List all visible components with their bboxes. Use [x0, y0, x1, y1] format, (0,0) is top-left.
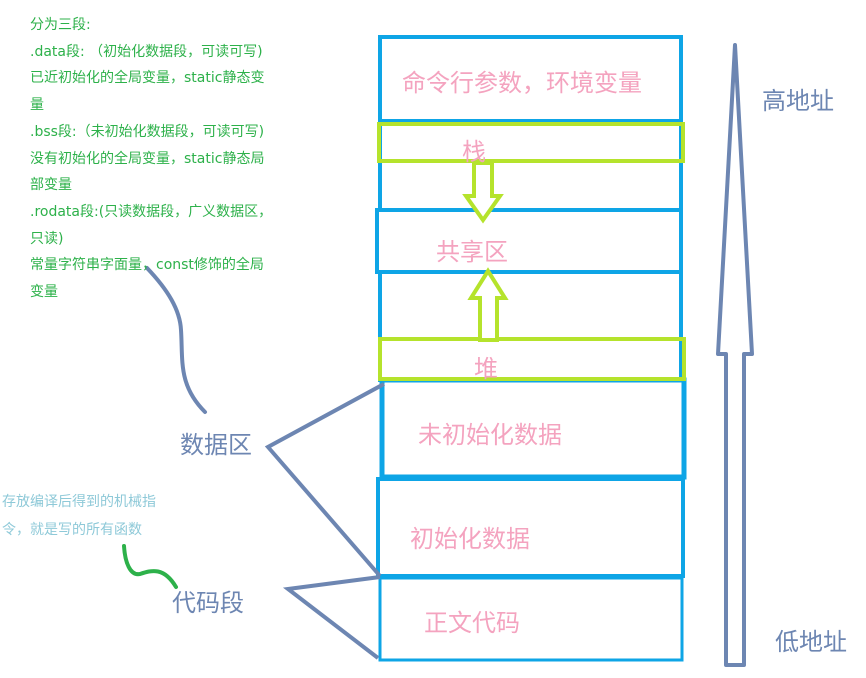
data-area-label: 数据区	[180, 431, 252, 459]
note-line: 变量	[30, 284, 58, 301]
note-line: 只读)	[30, 230, 64, 247]
heap-region-box	[378, 270, 683, 382]
note-line: 已近初始化的全局变量，static静态变	[30, 70, 265, 87]
data-box	[376, 477, 685, 578]
data-area-pointer-lines	[264, 382, 385, 578]
note-line: 存放编译后得到的机械指	[2, 494, 156, 510]
note-line: .data段: （初始化数据段，可读可写)	[30, 43, 263, 60]
note-line: 没有初始化的全局变量，static静态局	[30, 150, 265, 167]
address-arrow	[716, 43, 754, 667]
text-box	[378, 576, 684, 662]
bss-label: 未初始化数据	[418, 421, 562, 449]
code-note-pointer-line	[122, 544, 178, 589]
note-line: 部变量	[30, 177, 72, 194]
note-line: 量	[30, 97, 44, 114]
low-address-label: 低地址	[775, 628, 847, 656]
shared-region-box	[375, 208, 683, 274]
note-line: 常量字符串字面量，const修饰的全局	[30, 257, 264, 274]
data-segment-note: 分为三段: .data段: （初始化数据段，可读可写) 已近初始化的全局变量，s…	[30, 12, 305, 306]
note-line: .bss段:（未初始化数据段，可读可写)	[30, 123, 265, 140]
stack-highlight	[377, 122, 685, 163]
stack-region-box	[378, 119, 683, 212]
high-address-label: 高地址	[762, 87, 834, 115]
note-line: .rodata段:(只读数据段，广义数据区，	[30, 203, 273, 220]
heap-highlight	[378, 337, 686, 381]
stack-down-arrow	[462, 161, 504, 224]
stack-label: 栈	[462, 138, 486, 166]
note-line: 分为三段:	[30, 17, 91, 33]
text-label: 正文代码	[424, 609, 520, 637]
shared-region-label: 共享区	[436, 238, 508, 266]
code-segment-label: 代码段	[172, 589, 244, 617]
data-note-pointer-line	[145, 266, 207, 414]
data-label: 初始化数据	[410, 525, 530, 553]
heap-label: 堆	[474, 355, 498, 383]
code-segment-pointer-lines	[282, 575, 381, 660]
heap-up-arrow	[467, 267, 509, 342]
code-segment-note: 存放编译后得到的机械指 令，就是写的所有函数	[2, 488, 192, 544]
cmdline-env-label: 命令行参数，环境变量	[402, 69, 642, 97]
note-line: 令，就是写的所有函数	[2, 522, 142, 538]
